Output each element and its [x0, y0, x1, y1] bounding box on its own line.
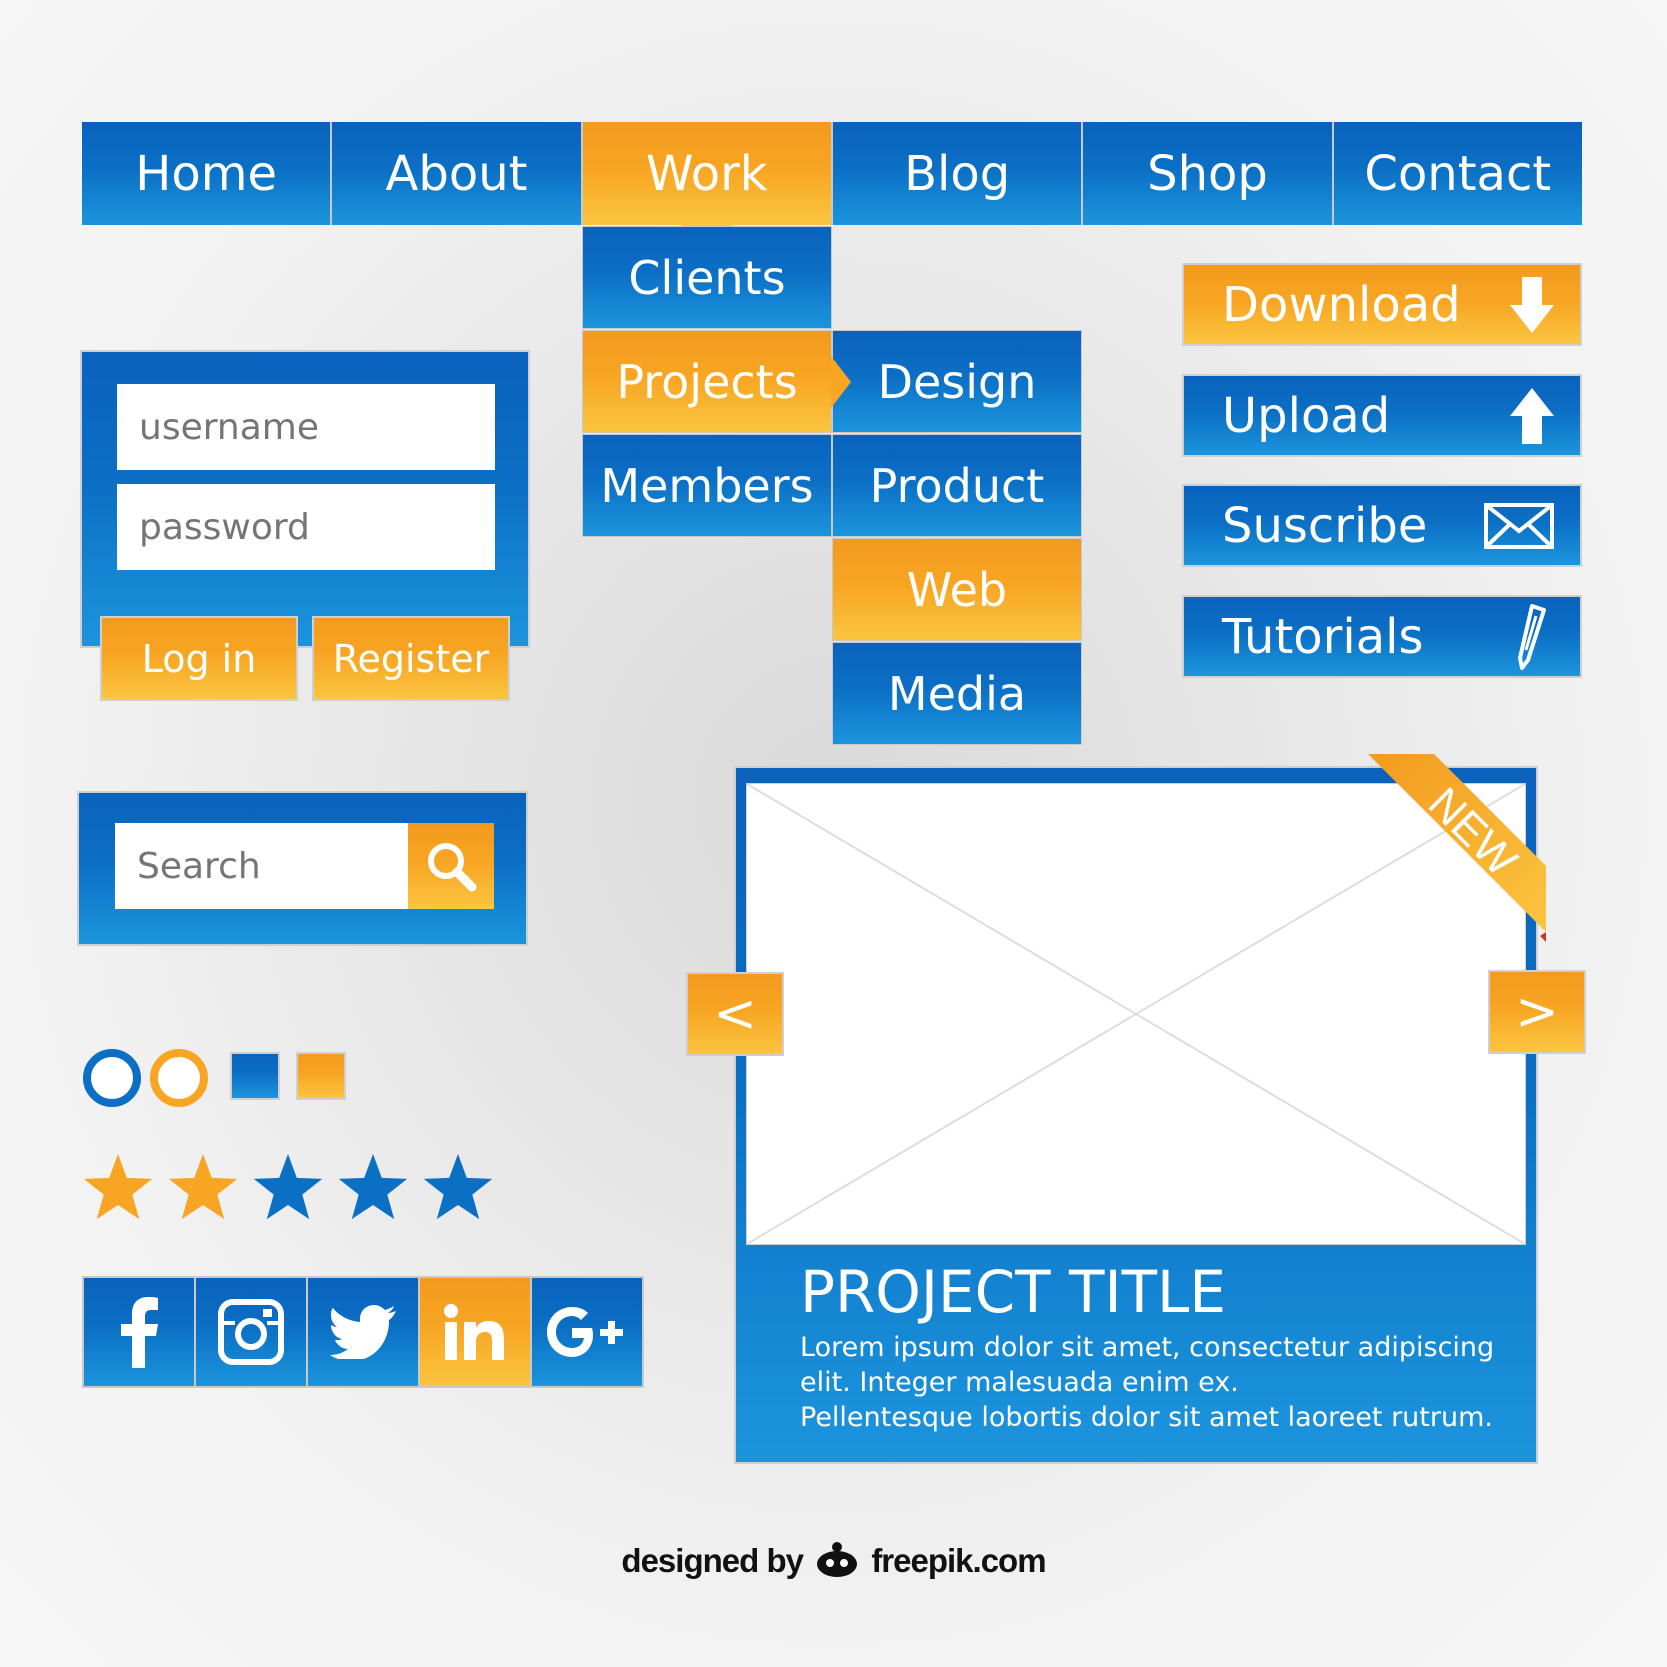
- twitter-icon: [330, 1305, 396, 1359]
- subscribe-label: Suscribe: [1222, 497, 1428, 554]
- radio-orange[interactable]: [150, 1049, 208, 1107]
- google-plus-button[interactable]: [532, 1278, 642, 1386]
- social-bar: [82, 1276, 644, 1388]
- nav-item-shop[interactable]: Shop: [1083, 122, 1334, 225]
- description-line: Lorem ipsum dolor sit amet, consectetur …: [800, 1332, 1495, 1363]
- carousel-next-button[interactable]: >: [1488, 970, 1586, 1054]
- checkbox-blue[interactable]: [230, 1052, 280, 1100]
- dropdown-item-clients[interactable]: Clients: [582, 226, 832, 329]
- twitter-button[interactable]: [308, 1278, 420, 1386]
- nav-label: Blog: [904, 145, 1011, 202]
- next-label: >: [1515, 982, 1559, 1042]
- subscribe-button[interactable]: Suscribe: [1182, 484, 1582, 567]
- upload-button[interactable]: Upload: [1182, 374, 1582, 457]
- prev-label: <: [713, 984, 757, 1044]
- submenu-label: Media: [887, 666, 1027, 721]
- star-filled-icon[interactable]: [168, 1154, 238, 1220]
- submenu-label: Design: [877, 354, 1037, 409]
- dropdown-item-members[interactable]: Members: [582, 434, 832, 537]
- checkbox-orange[interactable]: [296, 1052, 346, 1100]
- linkedin-button[interactable]: [420, 1278, 532, 1386]
- credit-brand: freepik.com: [871, 1542, 1046, 1579]
- star-filled-icon[interactable]: [83, 1154, 153, 1220]
- star-empty-icon[interactable]: [423, 1154, 493, 1220]
- star-empty-icon[interactable]: [338, 1154, 408, 1220]
- upload-label: Upload: [1222, 387, 1391, 444]
- radio-blue[interactable]: [83, 1049, 141, 1107]
- submenu-caret: [831, 355, 851, 408]
- username-field[interactable]: [117, 384, 495, 470]
- facebook-icon: [121, 1297, 158, 1368]
- new-ribbon: NEW: [1368, 754, 1546, 942]
- star-empty-icon[interactable]: [253, 1154, 323, 1220]
- carousel-prev-button[interactable]: <: [686, 972, 784, 1056]
- tutorials-button[interactable]: Tutorials: [1182, 595, 1582, 678]
- submenu-item-web[interactable]: Web: [832, 538, 1082, 641]
- arrow-down-icon: [1510, 276, 1554, 333]
- freepik-logo-icon: [817, 1542, 858, 1577]
- description-line: elit. Integer malesuada enim ex.: [800, 1367, 1239, 1398]
- search-input[interactable]: [115, 823, 408, 909]
- submenu-item-product[interactable]: Product: [832, 434, 1082, 537]
- nav-item-blog[interactable]: Blog: [832, 122, 1084, 225]
- submenu-label: Product: [869, 458, 1045, 513]
- login-label: Log in: [141, 636, 257, 681]
- register-label: Register: [332, 636, 490, 681]
- nav-label: Home: [135, 145, 278, 202]
- nav-label: Work: [646, 145, 768, 202]
- password-field[interactable]: [117, 484, 495, 570]
- project-description: Lorem ipsum dolor sit amet, consectetur …: [800, 1330, 1500, 1435]
- submenu-item-design[interactable]: Design: [832, 330, 1082, 433]
- dropdown-label: Projects: [616, 354, 798, 409]
- credit-prefix: designed by: [621, 1542, 804, 1579]
- main-nav: Home About Work Blog Shop Contact: [82, 122, 1582, 247]
- nav-item-about[interactable]: About: [332, 122, 583, 225]
- description-line: Pellentesque lobortis dolor sit amet lao…: [800, 1402, 1493, 1433]
- nav-label: Contact: [1364, 145, 1552, 202]
- login-button[interactable]: Log in: [100, 616, 298, 701]
- search-button[interactable]: [408, 823, 494, 909]
- facebook-button[interactable]: [84, 1278, 196, 1386]
- arrow-up-icon: [1510, 387, 1554, 444]
- envelope-icon: [1484, 502, 1554, 549]
- search-icon: [428, 843, 477, 892]
- google-plus-icon: [547, 1307, 623, 1357]
- pencil-icon: [1518, 603, 1546, 670]
- download-label: Download: [1222, 276, 1461, 333]
- nav-item-work[interactable]: Work: [582, 122, 833, 247]
- instagram-button[interactable]: [196, 1278, 308, 1386]
- dropdown-label: Members: [600, 458, 814, 513]
- dropdown-label: Clients: [628, 250, 786, 305]
- star-rating: [80, 1152, 500, 1224]
- tutorials-label: Tutorials: [1222, 608, 1424, 665]
- instagram-icon: [218, 1299, 284, 1365]
- register-button[interactable]: Register: [312, 616, 510, 701]
- submenu-item-media[interactable]: Media: [832, 642, 1082, 745]
- download-button[interactable]: Download: [1182, 263, 1582, 346]
- credit-line: designed by freepik.com: [0, 1538, 1667, 1580]
- nav-item-home[interactable]: Home: [82, 122, 333, 225]
- dropdown-item-projects[interactable]: Projects: [582, 330, 851, 433]
- submenu-label: Web: [906, 562, 1008, 617]
- nav-item-contact[interactable]: Contact: [1333, 122, 1582, 225]
- nav-label: Shop: [1147, 145, 1268, 202]
- placeholder-cross-icon: [746, 783, 1526, 1245]
- project-title: PROJECT TITLE: [800, 1258, 1226, 1326]
- linkedin-icon: [444, 1304, 504, 1360]
- nav-label: About: [385, 145, 528, 202]
